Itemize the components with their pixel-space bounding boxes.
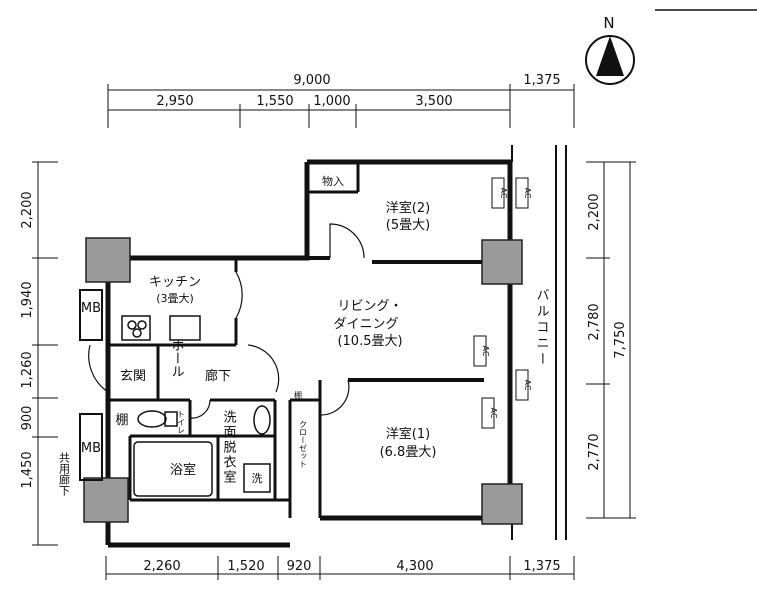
room-corridor: 廊下 xyxy=(205,368,231,384)
dim-bottom-seg-2: 1,520 xyxy=(227,559,264,574)
dim-top-seg-4: 3,500 xyxy=(415,94,452,109)
ac-units xyxy=(473,177,529,429)
room-washroom: 洗面脱衣室 xyxy=(221,410,237,485)
dim-top-seg-2: 1,550 xyxy=(256,94,293,109)
ac-label-4: AC xyxy=(523,380,532,391)
dim-left-seg-5: 1,450 xyxy=(20,451,35,488)
room-washer: 洗 xyxy=(252,472,263,485)
bathroom-fixtures xyxy=(133,405,271,497)
door-swings xyxy=(88,223,365,419)
dim-right-seg-1: 2,200 xyxy=(587,193,602,230)
structural-columns xyxy=(83,237,523,525)
mb-boxes xyxy=(79,289,103,481)
room-balcony: バルコニー xyxy=(534,288,550,368)
ac-label-3: AC xyxy=(481,346,490,357)
dim-left-seg-2: 1,940 xyxy=(20,281,35,318)
room-bedroom1-size: (6.8畳大) xyxy=(380,445,437,460)
right-dimensions xyxy=(586,161,636,519)
room-bedroom2-name: 洋室(2) xyxy=(386,200,430,216)
dim-bottom-seg-3: 920 xyxy=(287,559,312,574)
dim-right-seg-2: 2,780 xyxy=(587,303,602,340)
room-kitchen-size: (3畳大) xyxy=(156,291,194,305)
bottom-dimensions xyxy=(105,556,575,580)
top-dimensions xyxy=(107,84,575,128)
dim-top-total: 9,000 xyxy=(293,73,330,88)
room-storage: 物入 xyxy=(322,174,344,188)
room-living-name-2: ダイニング xyxy=(333,317,398,332)
walls xyxy=(105,145,567,548)
room-closet: クローゼット xyxy=(299,420,308,468)
ac-label-2: AC xyxy=(523,188,532,199)
room-bedroom2-size: (5畳大) xyxy=(386,218,430,233)
room-closet-shelf: 棚 xyxy=(294,390,302,400)
room-toilet: トイレ xyxy=(177,410,186,434)
room-living-size: (10.5畳大) xyxy=(337,334,402,349)
north-label: N xyxy=(603,14,614,32)
left-dimensions xyxy=(32,161,58,546)
mb-label-lower: MB xyxy=(81,441,101,456)
ac-label-5: AC xyxy=(489,408,498,419)
kitchen-counter xyxy=(121,315,201,341)
room-shelf: 棚 xyxy=(115,413,128,428)
room-bath: 浴室 xyxy=(170,462,196,478)
dim-left-seg-4: 900 xyxy=(20,406,35,431)
dim-left-seg-3: 1,260 xyxy=(20,351,35,388)
ac-label-1: AC xyxy=(499,188,508,199)
dim-right-total: 7,750 xyxy=(613,321,628,358)
dim-bottom-seg-1: 2,260 xyxy=(143,559,180,574)
room-entrance: 玄関 xyxy=(120,369,146,384)
compass-arrow-icon xyxy=(596,36,624,76)
dim-left-seg-1: 2,200 xyxy=(20,191,35,228)
dim-top-balcony: 1,375 xyxy=(523,73,560,88)
room-bedroom1-name: 洋室(1) xyxy=(386,426,430,442)
room-kitchen-name: キッチン xyxy=(149,275,201,290)
north-compass: N xyxy=(585,14,635,85)
dim-bottom-balcony: 1,375 xyxy=(523,559,560,574)
dim-right-seg-3: 2,770 xyxy=(587,433,602,470)
dim-top-seg-3: 1,000 xyxy=(313,94,350,109)
room-shared-corridor: 共用廊下 xyxy=(58,452,71,497)
mb-label-upper: MB xyxy=(81,301,101,316)
dim-top-seg-1: 2,950 xyxy=(156,94,193,109)
dim-bottom-seg-4: 4,300 xyxy=(396,559,433,574)
room-living-name-1: リビング・ xyxy=(337,299,402,314)
room-hall: ホール xyxy=(169,339,184,378)
